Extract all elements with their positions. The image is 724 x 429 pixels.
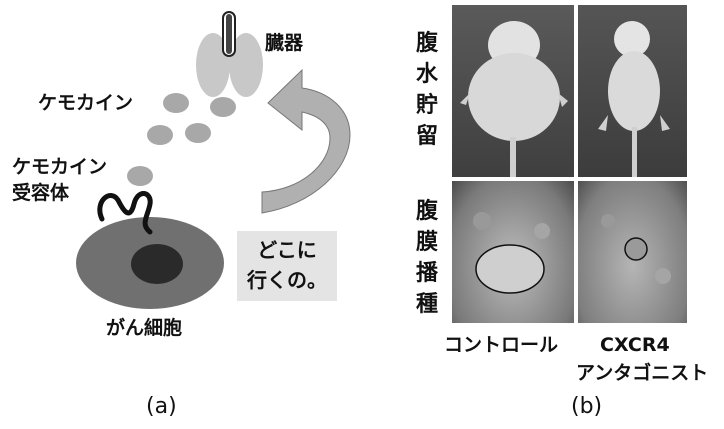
cell-label: がん細胞 [106, 319, 182, 338]
row1-char: 水 [414, 59, 440, 90]
callout-line2: 行くの。 [237, 265, 337, 295]
row1-char: 留 [414, 121, 440, 152]
chemokine-dot [185, 123, 211, 143]
receptor-label-line1: ケモカイン [12, 158, 107, 177]
organ-label: 臓器 [265, 34, 303, 53]
row2-char: 種 [414, 289, 440, 320]
chemokine-dot [147, 125, 173, 145]
mouse-image [452, 5, 574, 177]
row1-label: 腹 水 貯 留 [414, 28, 440, 152]
caption-a: (a) [146, 394, 177, 419]
row1-char: 腹 [414, 28, 440, 59]
callout-box: どこに 行くの。 [237, 231, 337, 301]
col2-label-line1: CXCR4 [600, 336, 670, 355]
col2-label-line2: アンタゴニスト [576, 364, 708, 383]
chemokine-dot [127, 166, 153, 186]
row2-char: 播 [414, 258, 440, 289]
chemokine-label: ケモカイン [38, 94, 133, 113]
chemokine-dot [210, 97, 236, 117]
curved-arrow [262, 70, 350, 213]
caption-b: (b) [571, 394, 602, 419]
photo-ascites-control [452, 5, 574, 177]
row2-char: 膜 [414, 227, 440, 258]
photo-ascites-antagonist [578, 5, 687, 177]
organ-lungs-icon [196, 12, 263, 97]
tumor-image [578, 181, 687, 323]
chemokine-dot [163, 93, 189, 113]
receptor-label-line2: 受容体 [12, 184, 69, 203]
callout-line1: どこに [237, 235, 337, 265]
tumor-image [452, 181, 574, 323]
cell-nucleus [131, 244, 183, 284]
row2-label: 腹 膜 播 種 [414, 196, 440, 320]
col1-label: コントロール [444, 336, 558, 355]
photo-dissemination-control [452, 181, 574, 323]
mouse-image [578, 5, 687, 177]
row1-char: 貯 [414, 90, 440, 121]
photo-dissemination-antagonist [578, 181, 687, 323]
row2-char: 腹 [414, 196, 440, 227]
